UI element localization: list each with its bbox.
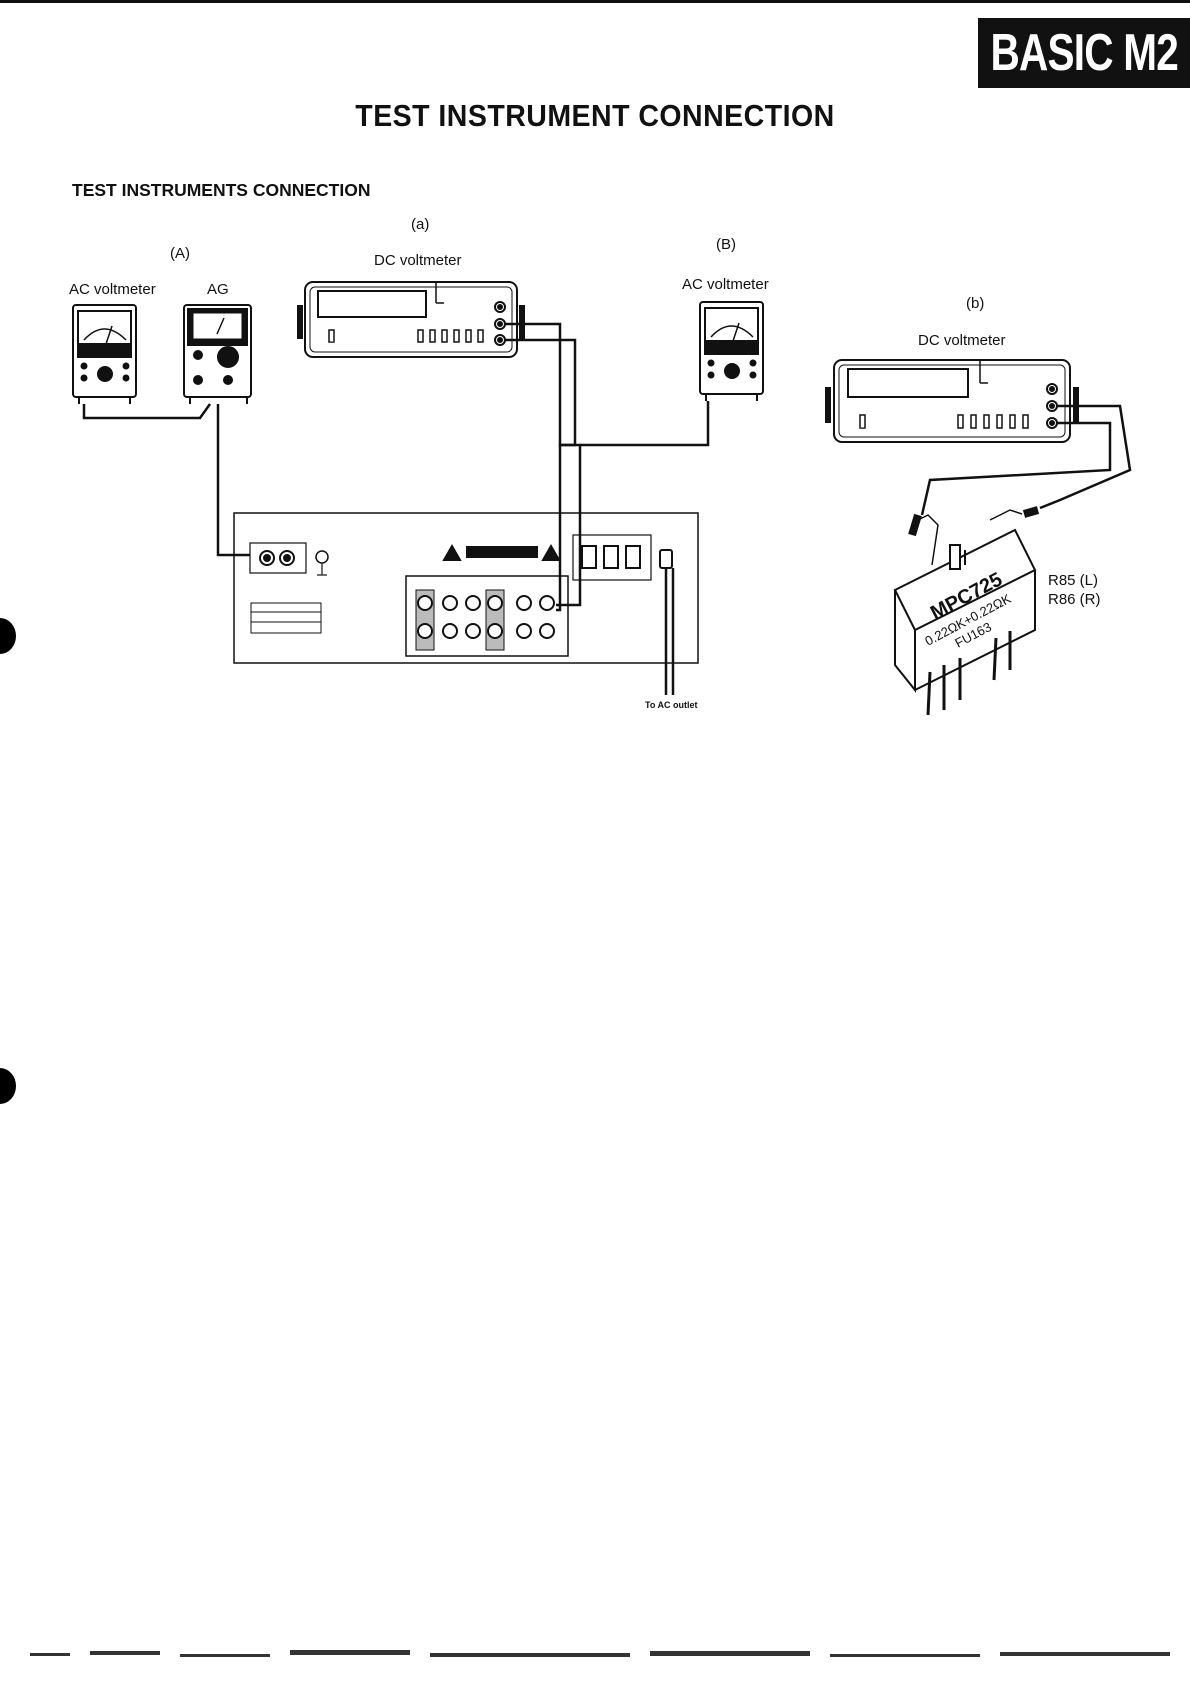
digits-b-hidden: 0 000000	[860, 427, 865, 429]
dc-voltmeter-a	[298, 282, 524, 357]
ac-voltmeter-B	[700, 302, 763, 401]
dc-voltmeter-b	[826, 360, 1078, 442]
scan-noise	[30, 1645, 1180, 1667]
amplifier-rear-panel	[234, 513, 698, 663]
wire-ac-to-ag	[84, 404, 210, 418]
probe-2	[1024, 510, 1038, 514]
wire-dcv-a-2	[505, 340, 575, 610]
ac-voltmeter-A	[73, 305, 136, 404]
digits-a-hidden: 0 000000	[330, 341, 335, 343]
wire-to-acv-B	[580, 401, 708, 445]
audio-generator-ag	[184, 305, 251, 404]
mpc725-component: MPC725 0.22ΩK+0.22ΩK FU163	[895, 510, 1035, 715]
probe-1	[912, 515, 918, 535]
wire-dcv-a-1	[505, 324, 580, 605]
